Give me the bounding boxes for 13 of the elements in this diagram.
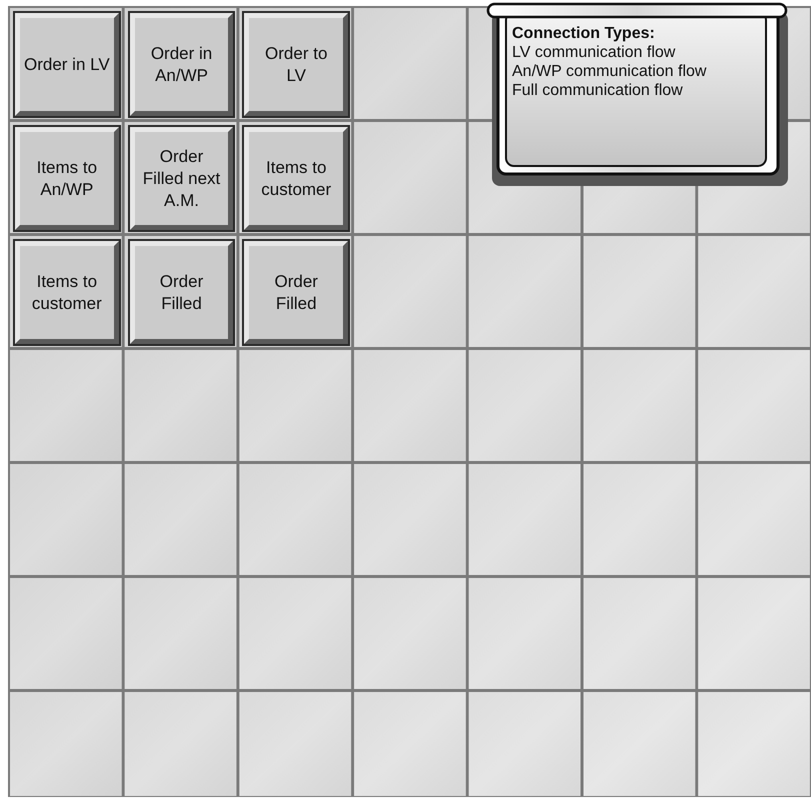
legend-text: Full communication flow bbox=[512, 81, 683, 100]
process-button: Order Filled next A.M. bbox=[130, 127, 234, 230]
process-button: Order in An/WP bbox=[130, 13, 234, 116]
legend-heading: Connection Types: bbox=[512, 24, 655, 43]
process-button: Items to customer bbox=[15, 241, 119, 344]
process-button: Items to customer bbox=[244, 127, 348, 230]
process-button: Order in LV bbox=[15, 13, 119, 116]
legend-text: LV communication flow bbox=[512, 43, 676, 62]
process-button: Order to LV bbox=[244, 13, 348, 116]
process-button: Order Filled bbox=[244, 241, 348, 344]
legend-text: An/WP communication flow bbox=[512, 62, 706, 81]
process-button: Order Filled bbox=[130, 241, 234, 344]
process-button: Items to An/WP bbox=[15, 127, 119, 230]
